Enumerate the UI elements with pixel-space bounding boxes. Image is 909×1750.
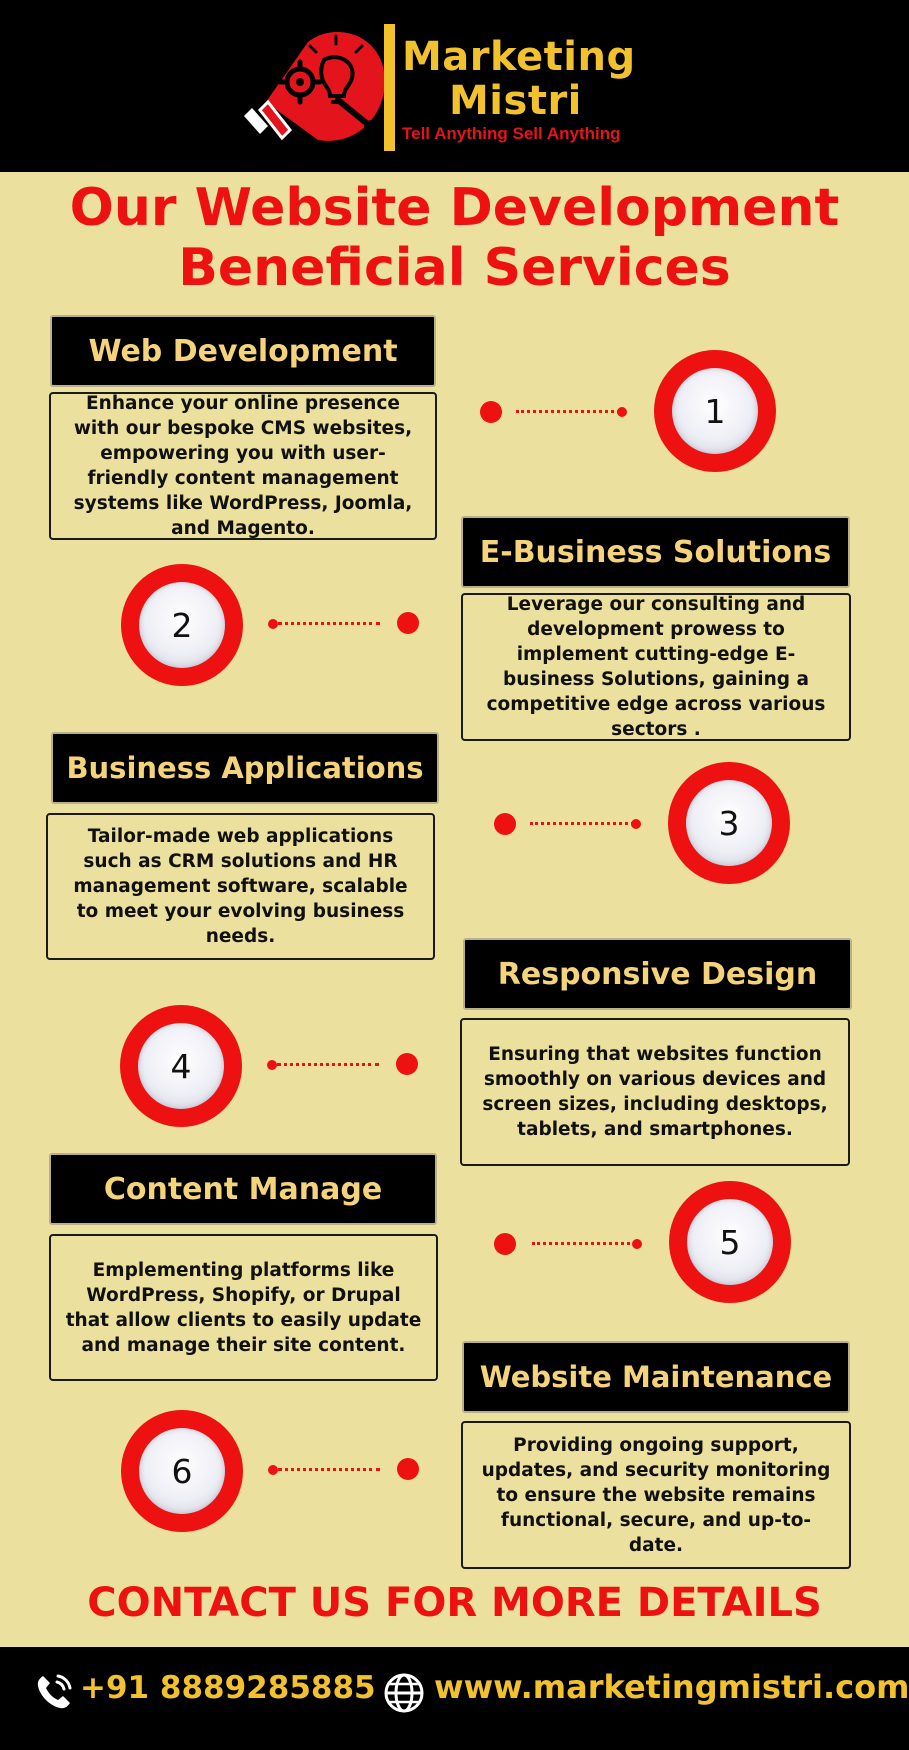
service-title-website-maintenance: Website Maintenance: [462, 1341, 850, 1413]
connector-line: [277, 1063, 379, 1066]
logo-divider: [384, 24, 395, 151]
connector-line: [530, 822, 634, 825]
connector-line: [532, 1242, 636, 1245]
service-description-responsive-design: Ensuring that websites function smoothly…: [460, 1018, 850, 1166]
footer-bar: [0, 1647, 909, 1750]
connector-line: [278, 1468, 380, 1471]
connector-dot: [632, 1239, 642, 1249]
connector-line: [278, 622, 380, 625]
phone-number[interactable]: +91 8889285885: [80, 1670, 376, 1706]
service-title-content-manage: Content Manage: [49, 1153, 437, 1225]
connector-dot: [494, 813, 516, 835]
service-title-business-applications: Business Applications: [51, 732, 439, 804]
connector-dot: [396, 1053, 418, 1075]
service-description-business-applications: Tailor-made web applications such as CRM…: [46, 813, 435, 960]
number-badge-label: 5: [719, 1222, 741, 1262]
contact-cta: CONTACT US FOR MORE DETAILS: [87, 1580, 822, 1626]
phone-icon: [37, 1674, 72, 1709]
connector-line: [516, 410, 620, 413]
number-badge-5: 5: [669, 1181, 791, 1303]
connector-dot: [268, 619, 278, 629]
website-link[interactable]: www.marketingmistri.com: [434, 1668, 909, 1706]
number-badge-6: 6: [121, 1410, 243, 1532]
number-badge-label: 6: [171, 1451, 193, 1491]
number-badge-label: 3: [718, 803, 740, 843]
number-badge-1: 1: [654, 350, 776, 472]
connector-dot: [617, 407, 627, 417]
connector-dot: [631, 819, 641, 829]
service-description-content-manage: Emplementing platforms like WordPress, S…: [49, 1234, 438, 1381]
service-title-responsive-design: Responsive Design: [463, 938, 852, 1010]
number-badge-4: 4: [120, 1005, 242, 1127]
number-badge-3: 3: [668, 762, 790, 884]
connector-dot: [397, 612, 419, 634]
connector-dot: [494, 1233, 516, 1255]
connector-dot: [268, 1465, 278, 1475]
number-badge-label: 4: [170, 1046, 192, 1086]
service-title-web-development: Web Development: [50, 315, 436, 387]
brand-tagline: Tell Anything Sell Anything: [402, 124, 621, 143]
brand-name-line1: Marketing: [402, 34, 636, 80]
number-badge-label: 1: [704, 391, 726, 431]
connector-dot: [267, 1060, 277, 1070]
header-bar: [0, 0, 909, 172]
service-description-e-business-solutions: Leverage our consulting and development …: [461, 593, 851, 741]
service-title-e-business-solutions: E-Business Solutions: [461, 516, 850, 588]
connector-dot: [480, 401, 502, 423]
megaphone-logo-icon: [244, 32, 385, 141]
page-title-line2: Beneficial Services: [178, 238, 731, 298]
number-badge-2: 2: [121, 564, 243, 686]
page-title: Our Website Development Beneficial Servi…: [0, 178, 909, 298]
service-description-website-maintenance: Providing ongoing support, updates, and …: [461, 1421, 851, 1569]
page-title-line1: Our Website Development: [69, 178, 840, 238]
connector-dot: [397, 1458, 419, 1480]
service-description-web-development: Enhance your online presence with our be…: [49, 392, 437, 540]
globe-icon: [384, 1673, 424, 1713]
brand-name-line2: Mistri: [449, 78, 582, 124]
number-badge-label: 2: [171, 605, 193, 645]
